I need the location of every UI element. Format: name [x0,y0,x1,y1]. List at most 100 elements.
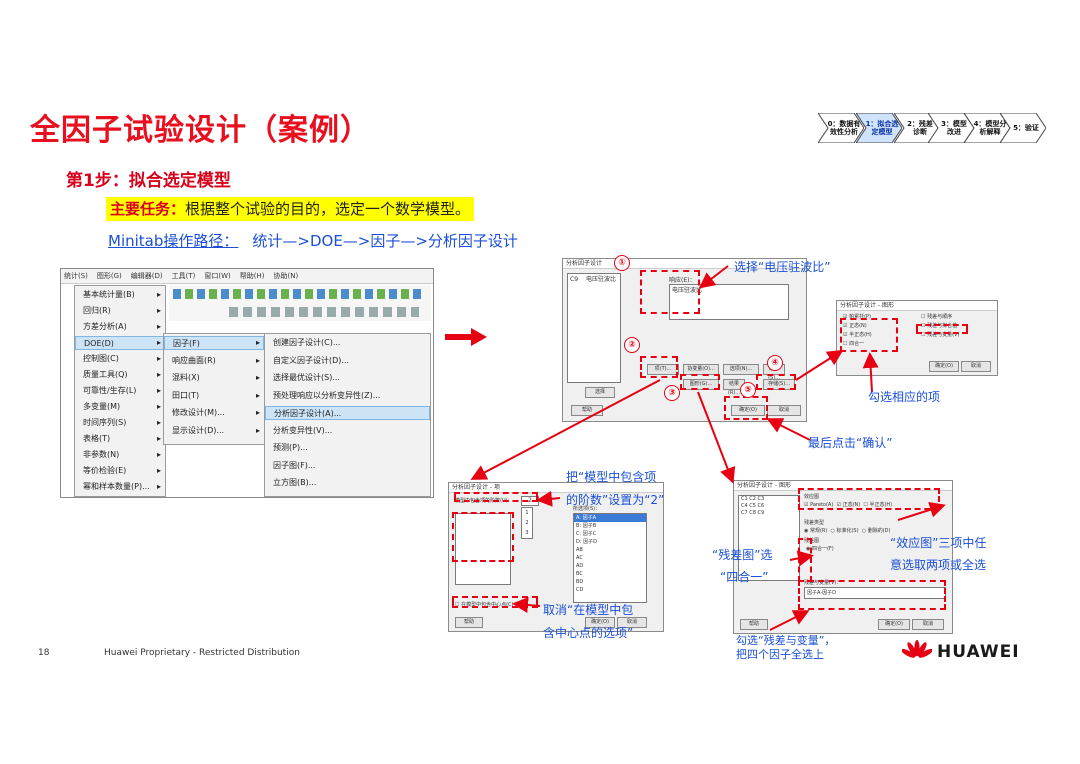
menu2-item[interactable]: 显示设计(D)... [172,425,225,435]
menu2-item[interactable]: 混料(X) [172,373,200,382]
menu1-item[interactable]: 多变量(M) [83,402,121,411]
term-item[interactable]: C: 因子C [576,531,597,537]
term-item[interactable]: BC [576,571,583,577]
menu3-item[interactable]: 分析变异性(V)... [273,425,333,435]
menu2-item[interactable]: 响应曲面(R) [172,355,216,365]
menubar-item[interactable]: 图形(G) [96,272,122,280]
menu3-item[interactable]: 因子图(F)... [273,460,316,470]
graph-option[interactable]: ☐ 四合一 [843,341,865,347]
terms-help-button[interactable]: 帮助 [455,617,483,628]
highlight-center [452,596,538,608]
brand-name: HUAWEI [937,642,1020,662]
response-input[interactable]: 电压驻波比 [669,284,789,320]
process-step-2: 2：残差诊断 [894,113,940,143]
huawei-logo: HUAWEI [902,640,1020,664]
select-button[interactable]: 选择 [585,387,615,398]
menu3-item[interactable]: 立方图(B)... [273,478,317,487]
note-order-line1: 把“模型中包含项 [566,470,657,484]
graph-cancel-button[interactable]: 取消 [961,361,991,372]
graph-option[interactable]: ☐ 残差与顺序 [921,314,953,320]
variable-list[interactable]: C9 电压驻波比 [567,273,621,383]
resid-help-button[interactable]: 帮助 [740,619,768,630]
term-item[interactable]: A: 因子A [574,514,646,522]
terms-ok-button[interactable]: 确定(O) [585,617,615,628]
menu1-item[interactable]: 质量工具(Q) [83,370,128,379]
menu1-item[interactable]: 方差分析(A) [83,322,127,331]
submenu-arrow-icon: ▸ [156,402,161,411]
menu1-item[interactable]: 幂和样本数量(P)... [83,482,150,491]
menu1-item[interactable]: 时间序列(S) [83,418,127,427]
step-circle-1: ① [614,255,630,271]
menu1-item[interactable]: DOE(D) [75,336,165,350]
graph-option[interactable]: ☑ 正态(N) [843,323,867,329]
menu1-item[interactable]: 可靠性/生存(L) [83,386,137,395]
note-resid-line1: “残差图”选 [712,548,773,562]
menu1-item[interactable]: 等价检验(E) [83,466,127,475]
submenu-arrow-icon: ▸ [156,290,161,299]
ok-button[interactable]: 确定(O) [731,405,765,416]
center-point-checkbox[interactable]: ☐ 在模型中包含中心点(C) [455,602,514,608]
menu3-item[interactable]: 创建因子设计(C)... [273,338,341,347]
menu1-item[interactable]: 回归(R) [83,306,111,315]
step-circle-2: ② [624,337,640,353]
fourinone-option[interactable]: ◉ 四合一(F) [806,546,834,552]
effects-label: 效应图 [804,494,820,500]
checkbox-icon: ☐ [921,314,928,320]
menubar-item[interactable]: 工具(T) [171,272,196,280]
menubar-item[interactable]: 协助(N) [273,272,299,280]
menu3-item[interactable]: 预测(P)... [273,443,308,452]
stats-menu: 基本统计量(B)▸回归(R)▸方差分析(A)▸DOE(D)▸控制图(C)▸质量工… [74,285,166,497]
term-item[interactable]: AD [576,563,584,569]
term-item[interactable]: CD [576,587,584,593]
submenu-arrow-icon: ▸ [156,466,161,475]
graph-option[interactable]: ☐ 残差与变量(V) [921,332,960,338]
resid-cancel-button[interactable]: 取消 [912,619,944,630]
submenu-arrow-icon: ▸ [255,373,260,382]
menubar-item[interactable]: 编辑器(D) [130,272,163,280]
path-label[interactable]: Minitab操作路径： [108,232,239,250]
menu3-item[interactable]: 选择最优设计(S)... [273,373,340,382]
highlight-graph-option-right [916,324,968,334]
highlight-graph-options [840,318,898,352]
menu3-item[interactable]: 分析因子设计(A)... [265,406,430,420]
menu3-item[interactable]: 自定义因子设计(D)... [273,355,350,365]
resid-dialog-title: 分析因子设计 - 图形 [734,481,952,491]
term-item[interactable]: AC [576,555,583,561]
terms-cancel-button[interactable]: 取消 [617,617,647,628]
resid-type-options: ◉ 常规(R) ○ 标准化(S) ○ 删除的(D) [804,528,891,534]
menu2-item[interactable]: 因子(F) [164,336,264,350]
available-terms-list[interactable] [455,513,511,585]
menubar-item[interactable]: 帮助(H) [239,272,265,280]
menu2-item[interactable]: 田口(T) [172,390,200,400]
menu3-item[interactable]: 预处理响应以分析变异性(Z)... [273,390,381,400]
graph-option[interactable]: ☑ 半正态(H) [843,332,872,338]
term-item[interactable]: AB [576,547,583,553]
highlight-storage [756,374,796,390]
graph-option[interactable]: ☐ 残差与拟合值 [921,323,958,329]
menu1-item[interactable]: 基本统计量(B) [83,290,135,299]
graph-ok-button[interactable]: 确定(O) [929,361,959,372]
menu1-item[interactable]: 表格(T) [83,434,111,443]
graph-option[interactable]: ☑ 帕累托(P) [843,314,871,320]
step-heading: 第1步：拟合选定模型 [66,171,231,191]
menu2-item[interactable]: 修改设计(M)... [172,408,225,417]
menubar-item[interactable]: 统计(S) [64,272,88,280]
menu1-item[interactable]: 非参数(N) [83,450,120,459]
note-click-ok: 最后点击“确认” [808,436,893,450]
selected-terms-label: 所选项(S)： [573,506,601,512]
term-item[interactable]: BD [576,579,584,585]
terms-button[interactable]: 项(T)... [647,364,679,375]
process-step-label: 5：验证 [1013,124,1039,132]
term-item[interactable]: B: 因子B [576,523,597,529]
term-item[interactable]: D: 因子D [576,539,597,545]
menu1-item[interactable]: 控制图(C) [83,354,119,363]
menubar-item[interactable]: 窗口(W) [204,272,231,280]
toolbar [169,285,431,321]
submenu-arrow-icon: ▸ [156,482,161,491]
options-button[interactable]: 选项(N)... [723,364,759,375]
resid-ok-button[interactable]: 确定(O) [878,619,910,630]
right-arrow-icon [445,328,487,346]
